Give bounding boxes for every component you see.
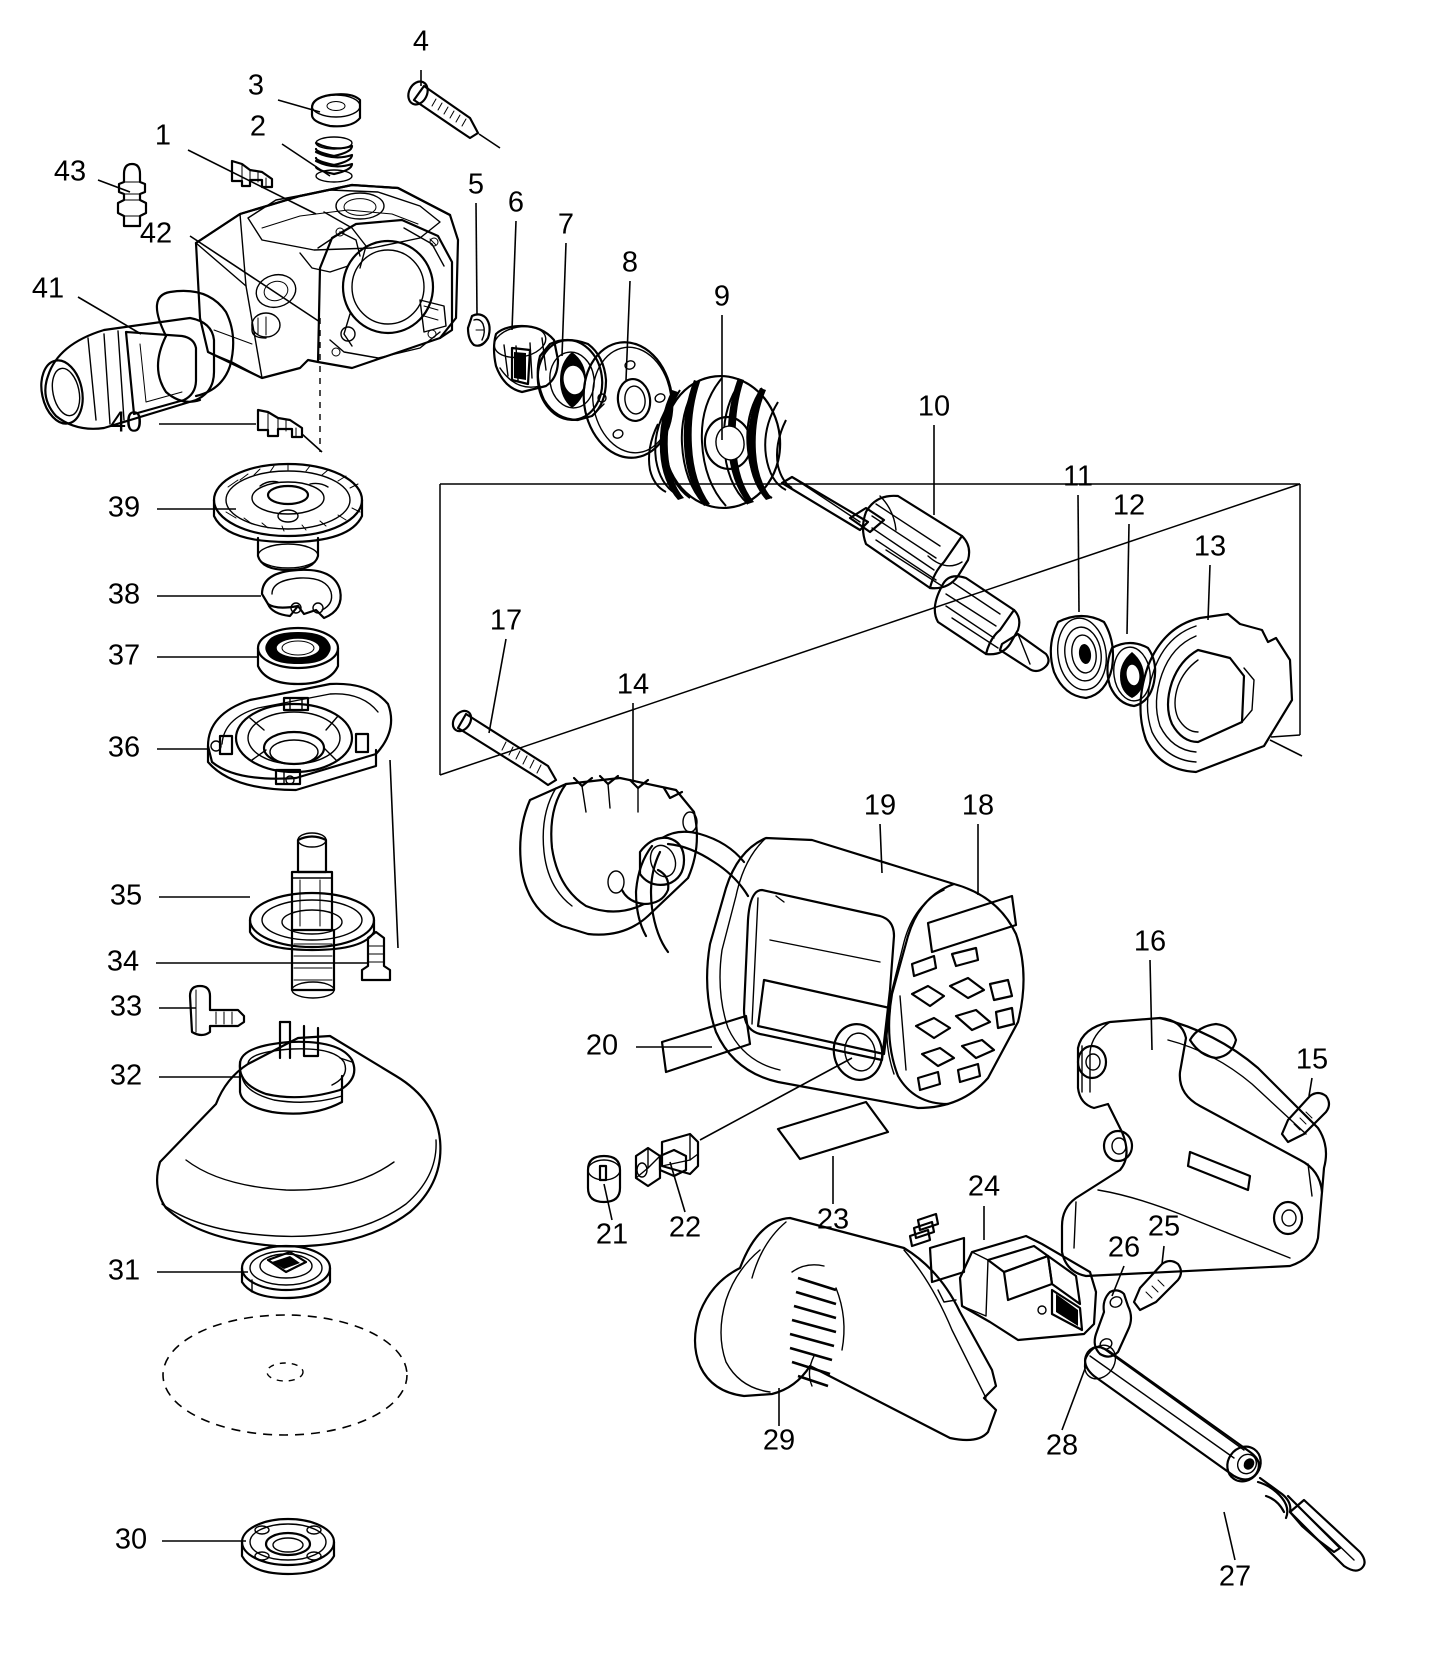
callout-number-11: 11 bbox=[1063, 461, 1093, 493]
callout-number-39: 39 bbox=[108, 492, 140, 524]
callout-number-20: 20 bbox=[586, 1030, 618, 1062]
callout-number-26: 26 bbox=[1108, 1232, 1140, 1264]
callout-number-33: 33 bbox=[110, 991, 142, 1023]
callout-number-18: 18 bbox=[962, 790, 994, 822]
lock-nut-part30 bbox=[240, 1517, 336, 1576]
callout-number-31: 31 bbox=[108, 1255, 140, 1287]
guard-clamp-screw-part33 bbox=[188, 984, 246, 1037]
inner-flange-part31 bbox=[240, 1244, 332, 1300]
callout-number-36: 36 bbox=[108, 732, 140, 764]
long-machine-screw-part17 bbox=[451, 709, 558, 787]
pan-head-screw-part4 bbox=[407, 80, 501, 149]
callout-number-1: 1 bbox=[155, 120, 171, 152]
callout-number-13: 13 bbox=[1194, 531, 1226, 563]
cord-clamp-part26 bbox=[1093, 1289, 1133, 1358]
retaining-ring-part38 bbox=[260, 568, 342, 620]
callout-number-24: 24 bbox=[968, 1171, 1000, 1203]
grease-nipple-part1 bbox=[230, 159, 274, 189]
switch-module-part24 bbox=[908, 1212, 1098, 1342]
rear-vent-grid bbox=[899, 946, 1016, 1092]
callout-number-41: 41 bbox=[32, 273, 64, 305]
hex-bolt-part40 bbox=[256, 408, 323, 453]
callout-number-38: 38 bbox=[108, 579, 140, 611]
cord-sleeve-part28 bbox=[1083, 1344, 1262, 1483]
leader-lines bbox=[77, 70, 1313, 1561]
model-plate-part23 bbox=[776, 1100, 890, 1161]
grinding-wheel-dashed bbox=[162, 1314, 408, 1436]
callout-number-10: 10 bbox=[918, 391, 950, 423]
callout-number-43: 43 bbox=[54, 156, 86, 188]
tapping-screw-part15 bbox=[1280, 1091, 1331, 1144]
callout-number-8: 8 bbox=[622, 247, 638, 279]
callout-number-17: 17 bbox=[490, 605, 522, 637]
retaining-ring-part5 bbox=[466, 313, 491, 347]
callout-number-12: 12 bbox=[1113, 490, 1145, 522]
callout-number-15: 15 bbox=[1296, 1044, 1328, 1076]
ball-bearing-part7 bbox=[536, 338, 608, 422]
bevel-pinion-part6 bbox=[492, 324, 560, 394]
cooling-fan-part9 bbox=[648, 374, 793, 510]
callout-number-2: 2 bbox=[250, 111, 266, 143]
brush-holder-cap-part21 bbox=[586, 1154, 622, 1204]
callout-number-29: 29 bbox=[763, 1425, 795, 1457]
callout-number-21: 21 bbox=[596, 1219, 628, 1251]
rubber-ring-part13 bbox=[1139, 612, 1303, 774]
ball-bearing-part12 bbox=[1106, 641, 1157, 708]
callout-number-30: 30 bbox=[115, 1524, 147, 1556]
callout-number-37: 37 bbox=[108, 640, 140, 672]
callout-number-42: 42 bbox=[140, 218, 172, 250]
callout-number-32: 32 bbox=[110, 1060, 142, 1092]
gear-housing-part42 bbox=[194, 183, 460, 452]
motor-section-frame bbox=[439, 483, 1301, 776]
callout-number-4: 4 bbox=[413, 26, 429, 58]
spiral-bevel-gear-part39 bbox=[212, 462, 364, 572]
callout-number-7: 7 bbox=[558, 209, 574, 241]
armature-part10 bbox=[780, 475, 1050, 673]
callout-number-35: 35 bbox=[110, 880, 142, 912]
callout-number-22: 22 bbox=[669, 1212, 701, 1244]
rating-nameplate-part18 bbox=[926, 894, 1018, 954]
handle-housing-part29 bbox=[693, 1216, 998, 1442]
callout-number-14: 14 bbox=[617, 669, 649, 701]
side-grip-handle-part41 bbox=[40, 289, 281, 430]
power-supply-cord-part27 bbox=[1256, 1476, 1366, 1572]
callout-number-5: 5 bbox=[468, 169, 484, 201]
callout-number-9: 9 bbox=[714, 281, 730, 313]
warning-label-part20 bbox=[660, 1014, 752, 1074]
tapping-screw-part34 bbox=[360, 930, 392, 982]
cord-clamp-screw-part25 bbox=[1132, 1259, 1183, 1312]
callout-number-28: 28 bbox=[1046, 1430, 1078, 1462]
callout-number-3: 3 bbox=[248, 70, 264, 102]
shaft-lock-button-part3 bbox=[310, 93, 362, 128]
switch-lever-part16 bbox=[1060, 1016, 1328, 1278]
callout-number-6: 6 bbox=[508, 187, 524, 219]
field-stator-part14 bbox=[519, 774, 750, 954]
gear-housing-cover-part36 bbox=[206, 682, 399, 949]
callout-number-34: 34 bbox=[107, 946, 139, 978]
callout-number-16: 16 bbox=[1134, 926, 1166, 958]
spindle-part35 bbox=[248, 832, 376, 999]
callout-number-19: 19 bbox=[864, 790, 896, 822]
wheel-guard-part32 bbox=[155, 1020, 442, 1248]
lock-pin-part43 bbox=[116, 162, 148, 228]
callout-number-23: 23 bbox=[817, 1204, 849, 1236]
ball-bearing-part11 bbox=[1049, 614, 1115, 700]
callout-number-27: 27 bbox=[1219, 1561, 1251, 1593]
callout-number-40: 40 bbox=[110, 407, 142, 439]
callout-number-25: 25 bbox=[1148, 1211, 1180, 1243]
ball-bearing-part37 bbox=[256, 626, 340, 686]
